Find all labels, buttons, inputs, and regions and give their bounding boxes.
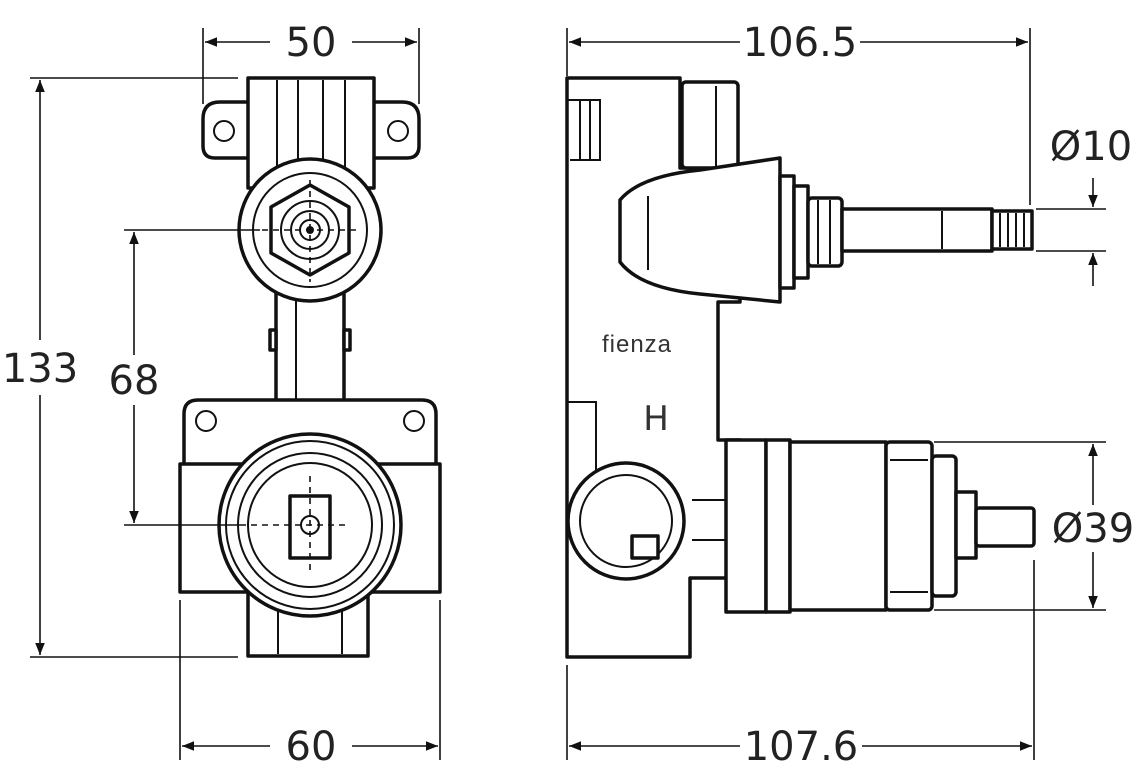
cartridge-spindle-icon xyxy=(288,494,332,560)
mount-hole-icon xyxy=(403,410,425,432)
mount-hole-icon xyxy=(195,410,217,432)
brand-label: fienza xyxy=(602,331,672,358)
spline-icon xyxy=(990,209,1034,251)
dim-spindle-diameter: Ø10 xyxy=(1050,124,1132,170)
dim-height-total: 133 xyxy=(2,346,78,392)
spindle-collar xyxy=(806,196,844,268)
side-dimensions: 106.5 Ø10 Ø39 107.6 xyxy=(566,20,1134,770)
cartridge-cap xyxy=(884,440,934,612)
cartridge-flange xyxy=(724,438,768,614)
cartridge-nut-icon xyxy=(930,454,958,598)
top-mounting-ear-left xyxy=(201,100,252,160)
hot-marking: H xyxy=(643,399,669,439)
dim-width-bottom: 60 xyxy=(286,724,337,770)
dim-length-top: 106.5 xyxy=(743,20,858,66)
top-mounting-ear-right xyxy=(370,100,421,160)
upper-spindle xyxy=(840,207,994,253)
dim-body-diameter: Ø39 xyxy=(1052,506,1134,552)
front-dimensions: 50 133 68 60 xyxy=(2,20,441,770)
mount-hole-icon xyxy=(387,120,409,142)
lower-stem-collar xyxy=(954,490,978,560)
cartridge-body-side xyxy=(788,440,888,612)
dim-length-bottom: 107.6 xyxy=(744,724,859,770)
front-view xyxy=(178,76,442,658)
hex-nut-side-icon xyxy=(778,174,796,290)
dim-centre-distance: 68 xyxy=(109,358,160,404)
side-upper-valve-body xyxy=(618,156,782,304)
side-view: fienza H xyxy=(565,76,1036,659)
dim-width-top: 50 xyxy=(286,20,337,66)
side-top-outlet xyxy=(680,80,740,170)
mount-hole-icon xyxy=(213,120,235,142)
lower-spindle xyxy=(974,506,1036,548)
side-port xyxy=(566,461,686,581)
